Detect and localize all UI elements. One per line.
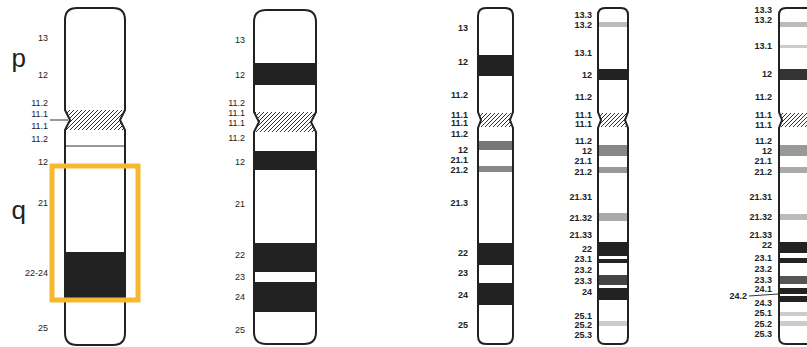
arm-label: p [12, 45, 26, 71]
band-label: 22 [458, 249, 468, 258]
band-label: 11.1 [755, 111, 772, 120]
band-label: 25.3 [574, 331, 592, 340]
band-label: 11.2 [228, 134, 245, 143]
band-label: 25.1 [754, 309, 772, 318]
band-label: 21.1 [450, 156, 468, 165]
band-label: 21.33 [569, 231, 592, 240]
band-label: 22-24 [25, 269, 48, 278]
band-label: 24.2 [729, 292, 747, 301]
leader-line [50, 120, 68, 121]
band-label: 12 [235, 71, 245, 80]
band-label: 11.2 [31, 135, 48, 144]
band-label: 12 [582, 71, 592, 80]
band-label: 21.32 [569, 214, 592, 223]
chromosome-outline [779, 8, 807, 344]
band-label: 12 [458, 58, 468, 67]
band-label: 21.31 [569, 193, 592, 202]
band-label: 11.2 [755, 93, 772, 102]
band-label: 11.1 [228, 119, 245, 128]
band-label: 22 [582, 245, 592, 254]
band-label: 25.2 [754, 320, 772, 329]
band-label: 21.2 [754, 168, 772, 177]
arm-label: q [12, 197, 26, 223]
band-label: 23.1 [754, 254, 772, 263]
band-label: 25 [235, 326, 245, 335]
chromosome-bands [595, 22, 631, 326]
band-label: 12 [458, 146, 468, 155]
band-label: 24 [458, 291, 468, 300]
band-label: 24.3 [754, 299, 772, 308]
band-label: 13 [38, 34, 48, 43]
band-label: 21 [235, 200, 245, 209]
band-label: 23.1 [574, 255, 592, 264]
band-label: 13.1 [574, 49, 592, 58]
chromosome-bands [475, 55, 517, 305]
band-label: 12 [235, 158, 245, 167]
band-label: 11.1 [228, 109, 245, 118]
chromosome-bands [60, 110, 130, 300]
band-label: 25.1 [574, 312, 592, 321]
band-label: 13.2 [754, 16, 772, 25]
band-label: 21.31 [749, 193, 772, 202]
band-label: 21.2 [574, 168, 592, 177]
band-label: 24 [582, 288, 592, 297]
band-label: 13.1 [754, 42, 772, 51]
chromosome-outline [598, 8, 628, 344]
band-label: 12 [762, 70, 772, 79]
band-label: 13 [458, 24, 468, 33]
band-label: 21 [38, 199, 48, 208]
highlight-box [52, 166, 138, 300]
band-label: 12 [38, 71, 48, 80]
band-label: 23 [458, 269, 468, 278]
band-label: 11.2 [575, 137, 592, 146]
band-label: 12 [582, 147, 592, 156]
chromosome-outline [254, 10, 316, 344]
band-label: 11.2 [451, 91, 468, 100]
band-label: 21.2 [450, 166, 468, 175]
band-label: 21.1 [574, 157, 592, 166]
band-label: 21.32 [749, 213, 772, 222]
band-label: 25.2 [574, 321, 592, 330]
band-label: 13 [235, 36, 245, 45]
band-label: 12 [762, 147, 772, 156]
band-label: 23 [235, 273, 245, 282]
band-label: 22 [762, 241, 772, 250]
band-label: 24 [235, 293, 245, 302]
chromosome-bands [776, 22, 807, 326]
band-label: 25 [458, 321, 468, 330]
band-label: 24.1 [754, 285, 772, 294]
band-label: 22 [235, 251, 245, 260]
band-label: 11.2 [451, 130, 468, 139]
band-label: 11.2 [31, 99, 48, 108]
band-label: 11.1 [31, 122, 48, 131]
band-label: 12 [38, 158, 48, 167]
band-label: 23.2 [754, 265, 772, 274]
band-label: 11.1 [755, 121, 772, 130]
band-label: 11.2 [228, 99, 245, 108]
band-label: 11.1 [575, 120, 592, 129]
band-label: 25.3 [754, 330, 772, 339]
band-label: 23.3 [754, 276, 772, 285]
band-label: 25 [38, 324, 48, 333]
band-label: 23.3 [574, 277, 592, 286]
chromosome-outline [65, 8, 125, 345]
band-label: 13.3 [574, 11, 592, 20]
band-label: 11.2 [575, 93, 592, 102]
band-label: 11.1 [451, 119, 468, 128]
band-label: 23.2 [574, 266, 592, 275]
band-label: 13.2 [574, 21, 592, 30]
chromosome-bands [250, 63, 320, 312]
band-label: 21.33 [749, 231, 772, 240]
chromosome-outline [478, 8, 513, 344]
band-label: 21.1 [754, 157, 772, 166]
band-label: 11.1 [31, 110, 48, 119]
leader-line [749, 294, 778, 296]
band-label: 21.3 [450, 199, 468, 208]
band-label: 11.2 [755, 137, 772, 146]
band-label: 11.1 [575, 111, 592, 120]
band-label: 13.3 [754, 6, 772, 15]
